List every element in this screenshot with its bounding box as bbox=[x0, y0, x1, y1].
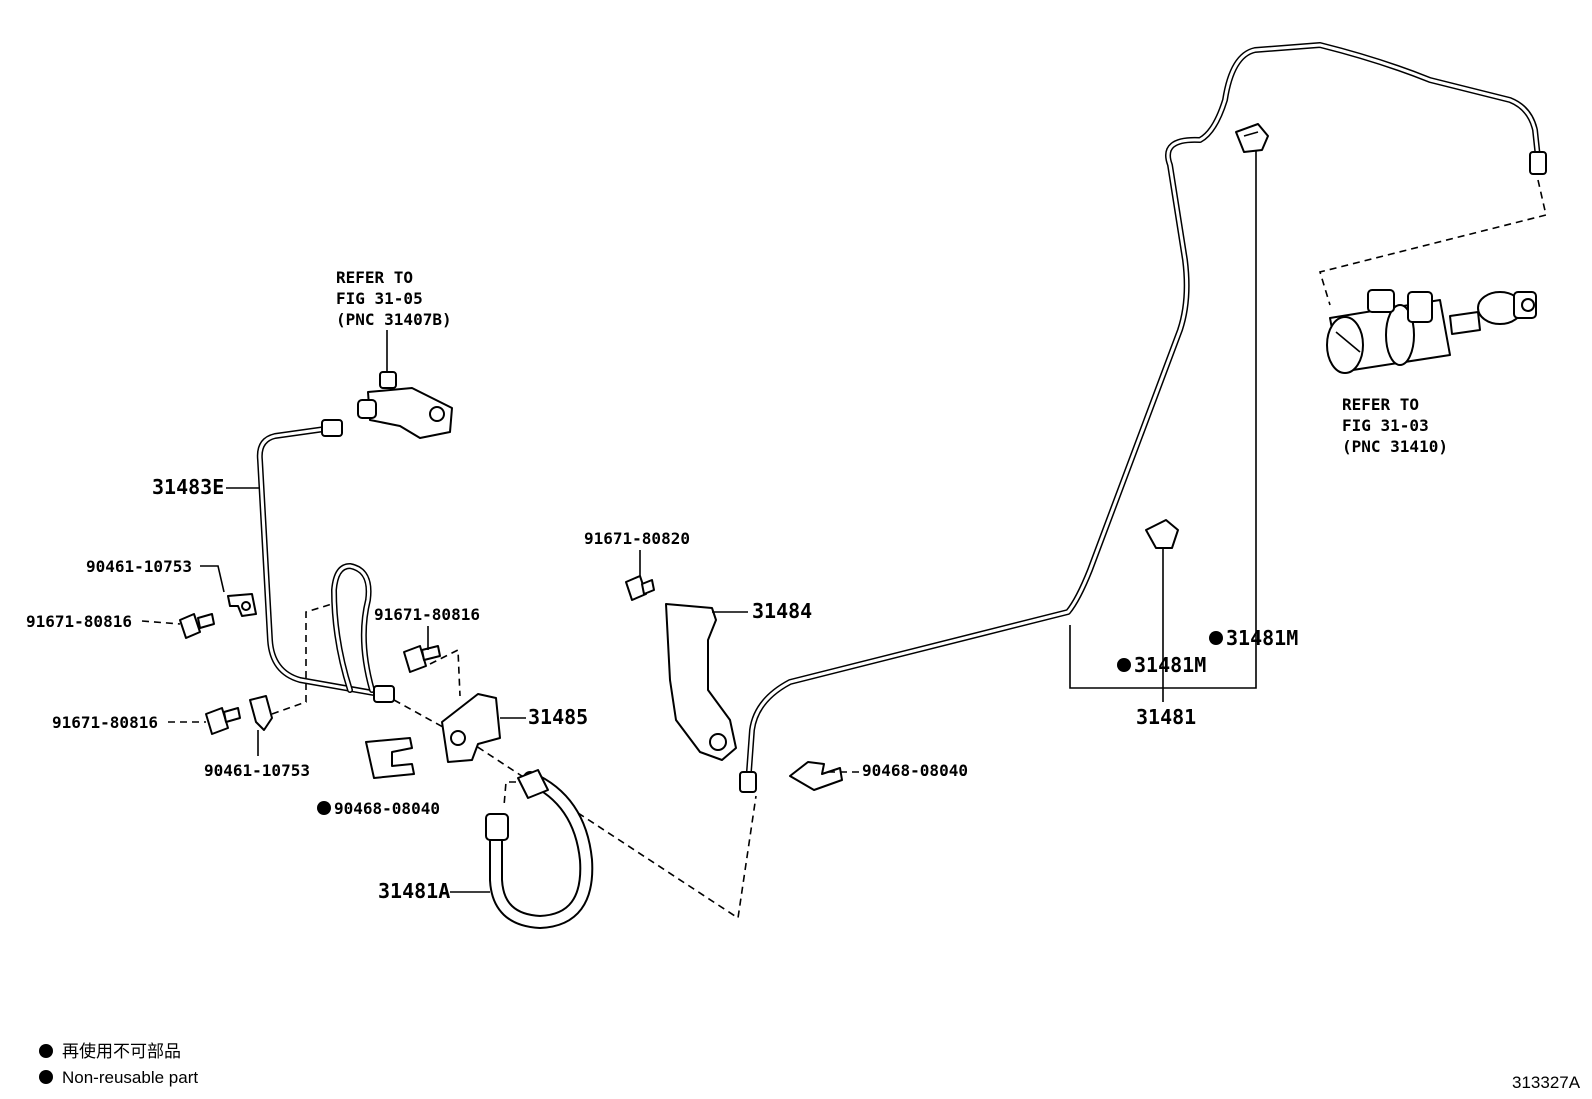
label-31483E: 31483E bbox=[152, 475, 224, 499]
connector-block-ref-31-05 bbox=[357, 371, 453, 439]
legend: 再使用不可部品 Non-reusable part bbox=[39, 1041, 198, 1087]
ref-fig-31-05-text: REFER TO FIG 31-05 (PNC 31407B) bbox=[336, 268, 452, 329]
non-reusable-marker-31481M-lower bbox=[1117, 658, 1131, 672]
svg-text:REFER TO: REFER TO bbox=[1342, 395, 1419, 414]
clamp-90461-10753-top bbox=[227, 593, 257, 617]
clutch-master-cylinder-ref bbox=[1326, 289, 1537, 374]
svg-text:(PNC 31410): (PNC 31410) bbox=[1342, 437, 1448, 456]
label-91671-80816-mid: 91671-80816 bbox=[374, 605, 480, 624]
label-31485: 31485 bbox=[528, 705, 588, 729]
svg-text:REFER TO: REFER TO bbox=[336, 268, 413, 287]
label-91671-80820: 91671-80820 bbox=[584, 529, 690, 548]
label-90468-08040-left: 90468-08040 bbox=[334, 799, 440, 818]
svg-text:FIG 31-05: FIG 31-05 bbox=[336, 289, 423, 308]
leader-90461-10753-top bbox=[200, 565, 225, 593]
clamp-90461-10753-bottom bbox=[249, 695, 273, 731]
label-91671-80816-lower: 91671-80816 bbox=[52, 713, 158, 732]
dashed-guide-master-cylinder bbox=[1318, 179, 1547, 306]
svg-text:FIG 31-03: FIG 31-03 bbox=[1342, 416, 1429, 435]
label-90461-10753-bottom: 90461-10753 bbox=[204, 761, 310, 780]
clip-90468-08040-right bbox=[789, 761, 843, 791]
bolt-91671-80816-lower bbox=[205, 707, 241, 735]
bracket-31484 bbox=[665, 603, 737, 761]
legend-ja: 再使用不可部品 bbox=[62, 1041, 181, 1061]
clutch-release-pipe-31481 bbox=[739, 42, 1547, 793]
label-91671-80816-left: 91671-80816 bbox=[26, 612, 132, 631]
bolt-91671-80820 bbox=[625, 575, 655, 601]
non-reusable-marker-31481M-upper bbox=[1209, 631, 1223, 645]
label-31481M-upper: 31481M bbox=[1226, 626, 1298, 650]
bolt-91671-80816-left bbox=[179, 613, 215, 639]
bolt-91671-80816-mid bbox=[403, 645, 441, 673]
svg-text:(PNC 31407B): (PNC 31407B) bbox=[336, 310, 452, 329]
clip-90468-08040-left bbox=[365, 737, 415, 779]
bracket-31485 bbox=[441, 693, 501, 763]
label-31481A: 31481A bbox=[378, 879, 450, 903]
label-31481M-lower: 31481M bbox=[1134, 653, 1206, 677]
flexible-hose-31481A bbox=[485, 769, 594, 930]
label-31481: 31481 bbox=[1136, 705, 1196, 729]
legend-en: Non-reusable part bbox=[62, 1068, 198, 1087]
label-31484: 31484 bbox=[752, 599, 812, 623]
diagram-code: 313327A bbox=[1512, 1073, 1581, 1092]
legend-bullet-ja bbox=[39, 1044, 53, 1058]
non-reusable-marker-90468-left bbox=[317, 801, 331, 815]
label-90468-08040-right: 90468-08040 bbox=[862, 761, 968, 780]
clutch-pipe-31483E bbox=[256, 419, 395, 703]
legend-bullet-en bbox=[39, 1070, 53, 1084]
pipe-clamp-31481M-upper bbox=[1235, 123, 1269, 153]
label-90461-10753-top: 90461-10753 bbox=[86, 557, 192, 576]
pipe-clamp-31481M-lower bbox=[1145, 519, 1179, 549]
ref-fig-31-03-text: REFER TO FIG 31-03 (PNC 31410) bbox=[1342, 395, 1448, 456]
